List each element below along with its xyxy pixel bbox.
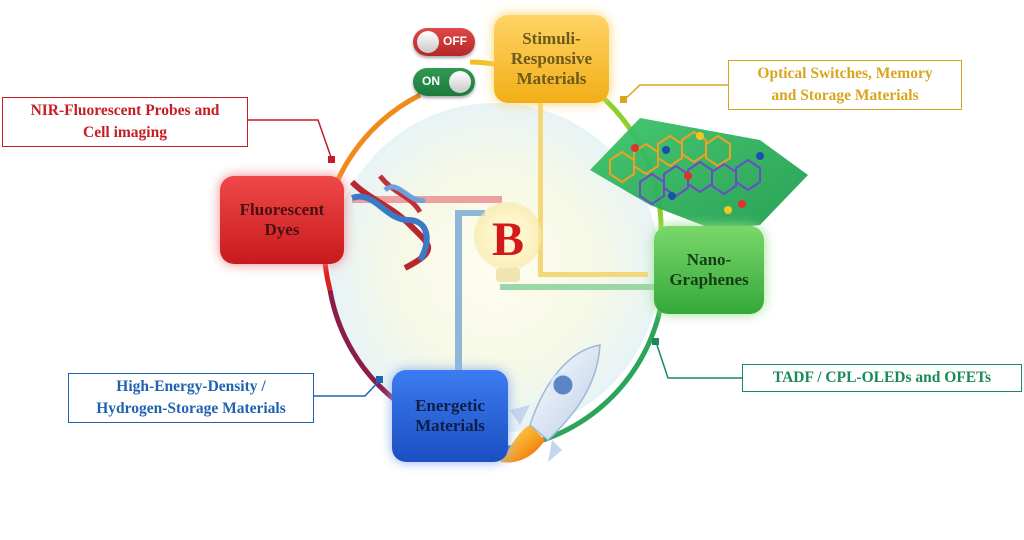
callout-tadf-line-1: TADF / CPL-OLEDs and OFETs <box>772 369 992 386</box>
leader-optical <box>623 84 728 101</box>
callout-optical-switches: Optical Switches, Memory and Storage Mate… <box>728 60 962 110</box>
callout-optical-line-1: Optical Switches, Memory <box>757 65 933 82</box>
center-disc <box>330 103 660 433</box>
callout-high-energy: High-Energy-Density / Hydrogen-Storage Ma… <box>68 373 314 423</box>
callout-nir-line-1: NIR-Fluorescent Probes and <box>30 102 220 119</box>
bulb-base <box>496 268 520 282</box>
nano-line-1: Nano- <box>686 250 732 269</box>
stimuli-line-2: Responsive <box>510 49 593 68</box>
leader-tadf <box>655 341 742 379</box>
toggle-on-label: ON <box>422 74 440 88</box>
connector-stimuli <box>538 102 543 274</box>
connector-stimuli-h <box>538 272 648 277</box>
toggle-off-label: OFF <box>443 34 467 48</box>
leader-nir-marker <box>328 156 335 163</box>
toggle-off[interactable]: OFF <box>413 28 475 56</box>
center-bulb <box>474 202 542 270</box>
ring-arc-purple <box>327 289 397 402</box>
callout-energy-line-1: High-Energy-Density / <box>116 378 266 395</box>
fluorescent-line-1: Fluorescent <box>239 200 325 219</box>
leader-nir <box>248 119 333 161</box>
connector-energetic-top <box>455 210 485 216</box>
connector-nano <box>500 284 660 290</box>
nano-line-2: Graphenes <box>669 270 749 289</box>
energetic-line-1: Energetic <box>415 396 485 415</box>
energetic-line-2: Materials <box>415 416 485 435</box>
leader-tadf-marker <box>652 338 659 345</box>
callout-optical-line-2: and Storage Materials <box>771 87 919 104</box>
leader-energy <box>314 379 381 397</box>
leader-optical-marker <box>620 96 627 103</box>
toggle-on[interactable]: ON <box>413 68 475 96</box>
toggle-on-knob <box>449 71 471 93</box>
stimuli-line-1: Stimuli- <box>522 29 581 48</box>
stimuli-line-3: Materials <box>516 69 587 88</box>
node-nano-graphenes: Nano-Graphenes <box>654 226 764 314</box>
connector-energetic <box>455 212 462 372</box>
callout-energy-line-2: Hydrogen-Storage Materials <box>96 400 286 417</box>
toggle-off-knob <box>417 31 439 53</box>
dna-helix-illustration <box>349 174 432 271</box>
rocket-illustration <box>500 344 601 463</box>
callout-tadf-oleds: TADF / CPL-OLEDs and OFETs <box>742 364 1022 392</box>
fluorescent-line-2: Dyes <box>264 220 300 239</box>
connector-fluorescent <box>352 196 502 203</box>
center-boron-letter: B <box>491 213 524 266</box>
callout-nir-line-2: Cell imaging <box>83 124 167 141</box>
graphene-sheet-illustration <box>590 118 808 230</box>
leader-energy-marker <box>376 376 383 383</box>
